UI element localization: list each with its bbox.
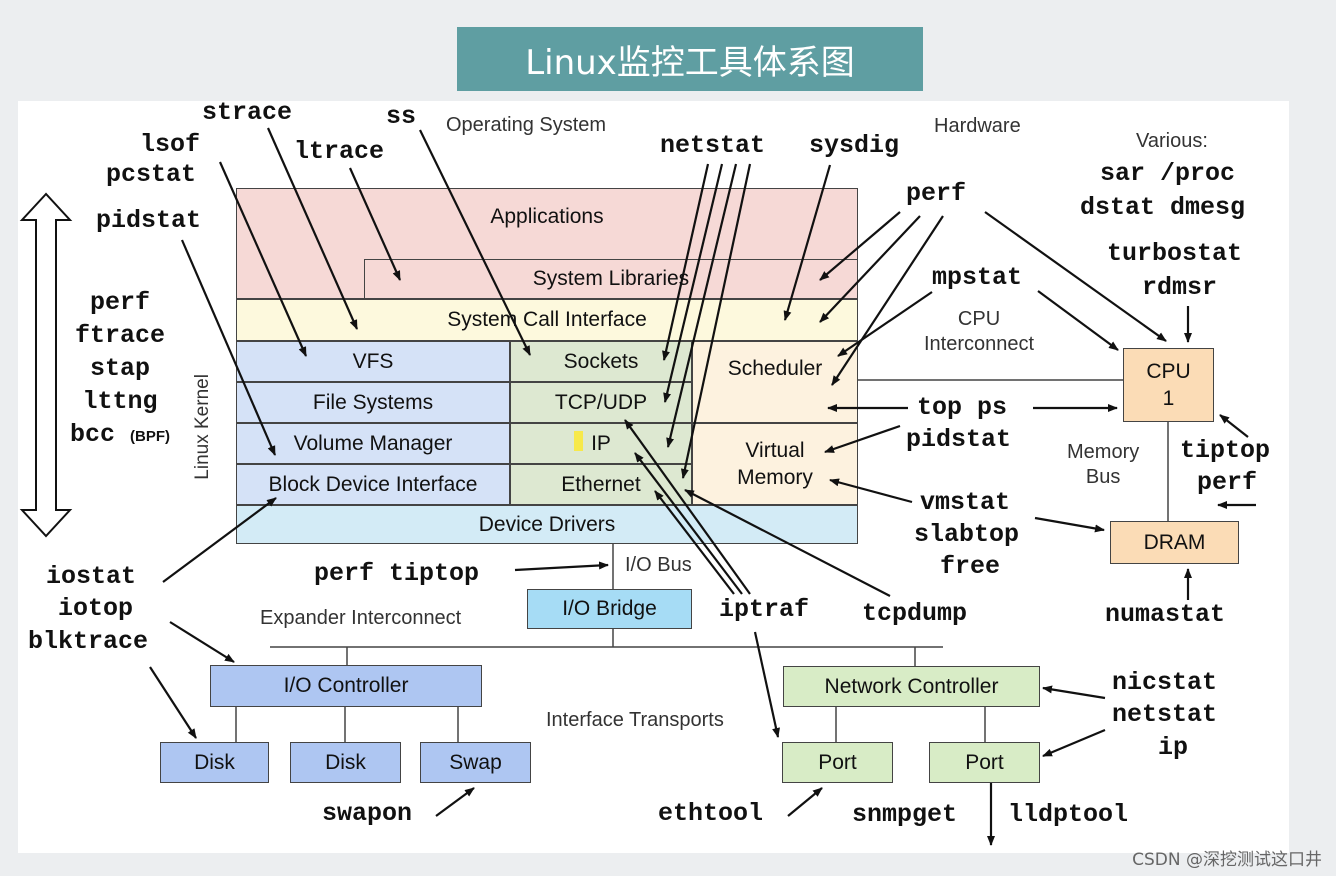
tool-snmpget: snmpget <box>852 800 958 829</box>
tool-lldptool: lldptool <box>1008 800 1129 829</box>
kernel-scope-double-arrow <box>19 192 73 538</box>
tool-perf-top: perf <box>906 179 967 208</box>
memory-bus-label: Memory Bus <box>1067 440 1139 490</box>
tool-iotop: iotop <box>58 594 134 623</box>
virtual-memory-line1: Virtual <box>745 438 805 462</box>
tool-top-ps: top ps <box>917 393 1008 422</box>
io-bus-label: I/O Bus <box>625 554 692 576</box>
tool-iostat: iostat <box>46 562 137 591</box>
tool-netstat-bottom: netstat <box>1112 700 1218 729</box>
tool-perf-right: perf <box>1197 468 1258 497</box>
tool-left-stack: perf ftrace stap lttng bcc (BPF) <box>70 286 170 453</box>
tool-ss: ss <box>386 102 417 131</box>
tool-sysdig: sysdig <box>809 131 900 160</box>
memory-bus-line1: Memory <box>1067 441 1140 463</box>
highlight-marker <box>574 431 583 451</box>
watermark: CSDN @深挖测试这口井 <box>1132 850 1322 870</box>
tool-free: free <box>940 552 1001 581</box>
disk-box-1: Disk <box>160 742 269 783</box>
tool-nicstat: nicstat <box>1112 668 1218 697</box>
disk-box-2: Disk <box>290 742 401 783</box>
tool-lsof: lsof <box>140 130 201 159</box>
tool-turbostat: turbostat <box>1107 239 1243 268</box>
tool-pcstat: pcstat <box>106 160 197 189</box>
cpu-number: 1 <box>1162 387 1175 410</box>
system-libraries-layer: System Libraries <box>364 259 858 299</box>
port-box-1: Port <box>782 742 893 783</box>
tool-pidstat-mid: pidstat <box>906 425 1012 454</box>
virtual-memory-line2: Memory <box>737 466 813 489</box>
cpu-interconnect-line2: Interconnect <box>924 333 1035 355</box>
tool-slabtop: slabtop <box>914 520 1020 549</box>
memory-bus-line2: Bus <box>1085 466 1121 488</box>
port-box-2: Port <box>929 742 1040 783</box>
io-bridge-box: I/O Bridge <box>527 589 692 629</box>
tool-ethtool: ethtool <box>658 799 764 828</box>
swap-box: Swap <box>420 742 531 783</box>
network-controller-box: Network Controller <box>783 666 1040 707</box>
tool-lttng: lttng <box>82 387 158 416</box>
tool-ftrace: ftrace <box>75 321 166 350</box>
io-controller-box: I/O Controller <box>210 665 482 707</box>
tool-iptraf: iptraf <box>719 595 810 624</box>
tool-ip: ip <box>1158 733 1189 762</box>
tool-perf-tiptop: perf tiptop <box>314 559 480 588</box>
tool-blktrace: blktrace <box>28 627 149 656</box>
tool-stap: stap <box>90 354 151 383</box>
tool-sar-proc: sar /proc <box>1100 159 1236 188</box>
device-drivers-layer: Device Drivers <box>236 505 858 544</box>
virtual-memory-layer: Virtual Memory <box>692 423 858 505</box>
various-label: Various: <box>1136 130 1208 152</box>
tool-netstat-top: netstat <box>660 131 766 160</box>
tool-perf: perf <box>90 288 151 317</box>
file-systems-layer: File Systems <box>236 382 510 423</box>
tcp-udp-layer: TCP/UDP <box>510 382 692 423</box>
tool-strace: strace <box>202 98 293 127</box>
tool-pidstat-left: pidstat <box>96 206 202 235</box>
interface-transports-label: Interface Transports <box>546 709 724 731</box>
cpu-box: CPU 1 <box>1123 348 1214 422</box>
tool-bcc-row: bcc (BPF) <box>70 418 170 453</box>
block-device-interface-layer: Block Device Interface <box>236 464 510 505</box>
tool-numastat: numastat <box>1105 600 1226 629</box>
tool-dstat-dmesg: dstat dmesg <box>1080 193 1246 222</box>
dram-box: DRAM <box>1110 521 1239 564</box>
diagram-title: Linux监控工具体系图 <box>457 27 923 91</box>
operating-system-label: Operating System <box>446 114 607 136</box>
tool-tcpdump: tcpdump <box>862 599 968 628</box>
tool-rdmsr: rdmsr <box>1142 273 1218 302</box>
cpu-interconnect-label: CPU Interconnect <box>924 307 1034 357</box>
cpu-label: CPU <box>1146 359 1191 383</box>
tool-bpf-note: (BPF) <box>130 428 171 445</box>
system-call-interface-layer: System Call Interface <box>236 299 858 341</box>
volume-manager-layer: Volume Manager <box>236 423 510 464</box>
hardware-label: Hardware <box>934 115 1021 137</box>
tool-ltrace: ltrace <box>294 137 385 166</box>
cpu-interconnect-line1: CPU <box>957 308 1001 330</box>
tool-bcc: bcc <box>70 420 116 449</box>
tool-vmstat: vmstat <box>920 488 1011 517</box>
sockets-layer: Sockets <box>510 341 692 382</box>
tool-mpstat: mpstat <box>932 263 1023 292</box>
ip-layer: IP <box>510 423 692 464</box>
expander-interconnect-label: Expander Interconnect <box>260 607 462 629</box>
tool-swapon: swapon <box>322 799 413 828</box>
vfs-layer: VFS <box>236 341 510 382</box>
tool-tiptop: tiptop <box>1180 436 1271 465</box>
linux-kernel-label: Linux Kernel <box>191 374 213 480</box>
